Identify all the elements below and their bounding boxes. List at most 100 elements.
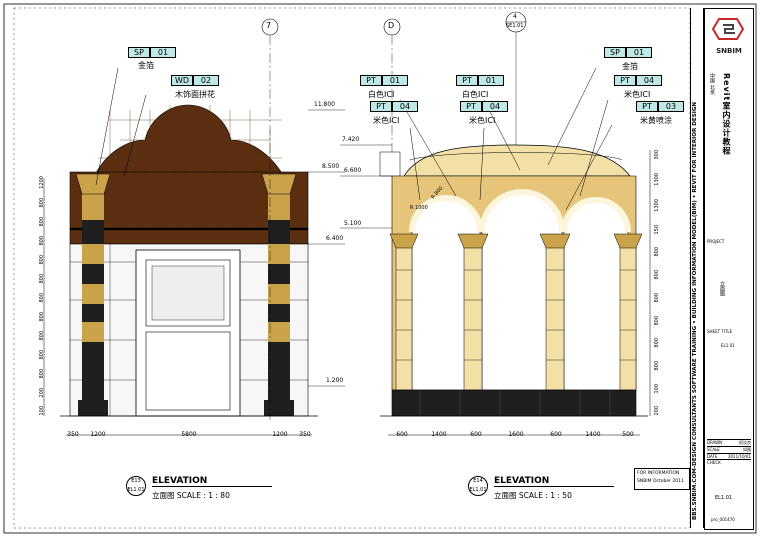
tag-num: 02 xyxy=(193,75,219,86)
grid-label-d: D xyxy=(388,21,395,30)
right-elevation xyxy=(379,144,648,417)
grid-bubble-d xyxy=(383,18,401,160)
tag-desc: 白色ICI xyxy=(368,90,395,99)
tag-desc: 米色ICI xyxy=(373,116,400,125)
tag-desc: 米黄喷涂 xyxy=(640,116,672,125)
vertical-strip: BBS.SNBIM.COM-DESIGN CONSULTANTS SOFTWAR… xyxy=(690,8,704,528)
dim: 800 xyxy=(39,198,45,208)
bubble-bottom: EL1.01 xyxy=(469,487,487,493)
dim: 500 xyxy=(622,431,634,438)
tag-code: PT xyxy=(360,75,382,86)
dim: 800 xyxy=(654,338,660,348)
dim: 300 xyxy=(654,150,660,160)
field-key: DRAWN xyxy=(707,440,723,445)
info-box: FOR INFORMATION SNBIM October 2011 xyxy=(634,468,690,490)
tag-num: 01 xyxy=(626,47,652,58)
view-scale: 立面图 SCALE : 1 : 50 xyxy=(494,491,572,500)
dim: 1600 xyxy=(508,431,524,438)
dim: 600 xyxy=(396,431,408,438)
project-number: pro_001470 xyxy=(711,517,735,522)
dim: 800 xyxy=(39,349,45,360)
dim: 800 xyxy=(39,217,45,227)
radius-800: R 800 xyxy=(430,185,445,201)
dim: 800 xyxy=(654,315,660,326)
tag-desc: 米色ICI xyxy=(469,116,496,125)
level-11800: 11.800 xyxy=(314,101,335,108)
tag-num: 04 xyxy=(392,101,418,112)
tag-desc: 木饰面拼花 xyxy=(175,90,215,99)
dim: 600 xyxy=(550,431,562,438)
info-line-2: SNBIM October 2011 xyxy=(637,479,684,484)
level-6400: 6.400 xyxy=(326,235,344,242)
dim: 600 xyxy=(470,431,482,438)
logo-icon xyxy=(711,18,745,40)
dims-left-bottom: 350 1200 5800 1200 350 xyxy=(66,431,312,438)
dim: 100 xyxy=(654,383,660,394)
dim: 800 xyxy=(39,254,45,265)
dim: 1400 xyxy=(431,431,447,438)
dim: 1200 xyxy=(90,431,106,438)
tag-code: PT xyxy=(456,75,478,86)
tag-num: 04 xyxy=(482,101,508,112)
tag-num: 03 xyxy=(658,101,684,112)
course-sub: 中国 北京 xyxy=(709,73,715,95)
detail-label-bottom: SE1.01 xyxy=(506,23,524,29)
field-key: SCALE xyxy=(707,447,720,452)
dim: 800 xyxy=(39,273,45,284)
dim: 800 xyxy=(654,292,660,303)
tag-desc: 金箔 xyxy=(138,61,154,70)
dim: 800 xyxy=(39,292,45,303)
level-7420: 7.420 xyxy=(342,136,360,143)
dim: 800 xyxy=(654,247,660,257)
tag-desc: 白色ICI xyxy=(462,90,489,99)
grid-bubble-7 xyxy=(261,18,279,420)
levels-right xyxy=(340,144,392,229)
tag-desc: 金箔 xyxy=(622,62,638,71)
field-row: CHECK xyxy=(707,459,751,465)
dim: 200 xyxy=(39,387,45,398)
dim: 800 xyxy=(39,311,45,322)
dim: 800 xyxy=(39,368,45,379)
dim: 350 xyxy=(299,431,311,438)
view-title: ELEVATION xyxy=(152,476,272,487)
dim: 1300 xyxy=(654,198,660,212)
level-5100: 5.100 xyxy=(344,220,362,227)
tag-desc: 米色ICI xyxy=(624,90,651,99)
view-bubble: E13 EL1.01 xyxy=(126,476,146,496)
field-key: DATE xyxy=(707,454,718,459)
logo: SNBIM xyxy=(711,15,747,57)
tag-code: PT xyxy=(370,101,392,112)
dim: 100 xyxy=(39,406,45,416)
level-8500: 8.500 xyxy=(322,163,340,170)
level-1200: 1.200 xyxy=(326,377,344,384)
level-6600: 6.600 xyxy=(344,167,362,174)
radius-1000: R 1000 xyxy=(410,205,428,211)
tag-code: WD xyxy=(171,75,193,86)
dim: 800 xyxy=(39,330,45,341)
logo-text: SNBIM xyxy=(716,47,742,55)
field-value: 如图 xyxy=(743,447,751,452)
dim: 800 xyxy=(654,270,660,280)
tag-code: PT xyxy=(636,101,658,112)
dims-right-side: 300 1300 1300 150 800 800 800 800 800 80… xyxy=(651,150,663,416)
tag-code: SP xyxy=(604,47,626,58)
dim: 800 xyxy=(39,236,45,246)
view-scale: 立面图 SCALE : 1 : 80 xyxy=(152,491,230,500)
side-label-sheet: SHEET TITLE xyxy=(707,329,733,334)
bubble-top: E13 xyxy=(131,478,141,484)
dim: 1400 xyxy=(585,431,601,438)
side-label-sheetno: EL1.01 xyxy=(721,343,735,348)
side-label-title: 立面图 xyxy=(719,281,725,296)
dims-right-bottom: 600 1400 600 1600 600 1400 500 xyxy=(388,431,640,438)
